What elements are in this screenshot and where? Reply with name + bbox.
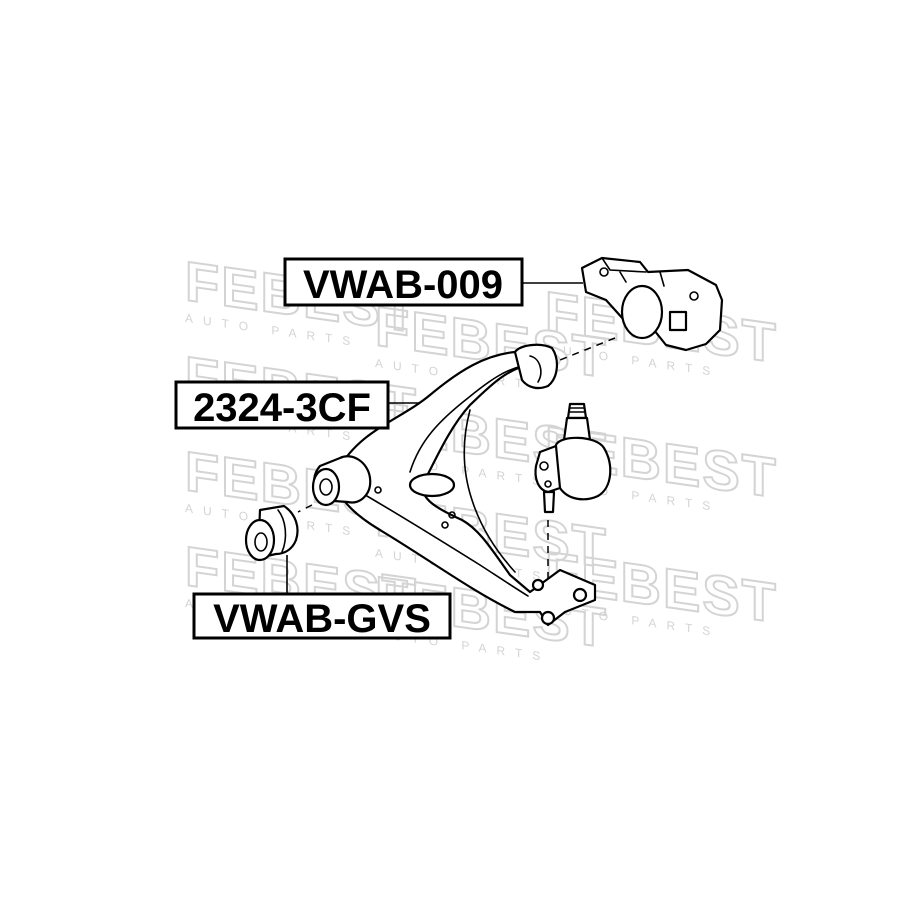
mount-hole	[572, 587, 588, 603]
part-number-vwab-gvs: VWAB-GVS	[213, 597, 431, 641]
sleeve-contour	[529, 355, 542, 383]
label-box	[174, 380, 390, 430]
rear-bushing-bore	[620, 284, 664, 340]
front-bushing-bore	[254, 532, 268, 552]
flange-hole	[544, 480, 552, 488]
rear-bushing-edge	[601, 257, 647, 273]
rear-bushing-contour	[619, 271, 665, 287]
label-box	[192, 592, 452, 640]
stud-thread	[569, 407, 586, 413]
mount-hole	[540, 610, 556, 626]
rear-bushing-hole	[599, 267, 609, 277]
front-bushing-face	[311, 467, 341, 507]
ball-joint-bolt	[542, 490, 556, 514]
front-bushing-bore	[319, 478, 333, 496]
label-vwab-009: VWAB-009	[283, 257, 524, 307]
label-2324-3cf: 2324-3CF	[174, 380, 390, 430]
part-number-2324-3cf: 2324-3CF	[193, 386, 371, 430]
front-bushing-contour	[277, 509, 287, 553]
label-box	[283, 257, 524, 307]
front-bushing-vwab-gvs	[244, 504, 299, 562]
control-arm	[311, 343, 597, 627]
control-arm-contour	[409, 365, 523, 473]
control-arm-contour	[463, 409, 516, 573]
rear-bushing-vwab-009	[580, 256, 724, 352]
rivet-hole	[374, 486, 382, 494]
front-bushing-face	[244, 518, 276, 562]
rivet-hole	[448, 511, 456, 519]
control-arm-contour	[359, 491, 529, 597]
rivet-hole	[441, 521, 449, 529]
control-arm-rear-sleeve	[513, 343, 558, 390]
ball-joint	[534, 402, 612, 514]
part-number-vwab-009: VWAB-009	[303, 263, 503, 307]
ball-joint-housing	[551, 436, 612, 501]
control-arm-hole	[408, 472, 456, 498]
label-vwab-gvs: VWAB-GVS	[192, 592, 452, 641]
assembly-axis-rear	[559, 337, 616, 361]
ball-joint-stud	[562, 416, 592, 442]
ball-joint-flange	[534, 444, 562, 494]
assembly-axis-front	[297, 504, 313, 513]
flange-hole	[539, 461, 549, 471]
rear-bushing-hole	[689, 291, 699, 301]
mount-hole	[531, 578, 545, 592]
rear-bushing-slot	[668, 310, 688, 332]
ball-joint-stud-tip	[566, 402, 588, 420]
